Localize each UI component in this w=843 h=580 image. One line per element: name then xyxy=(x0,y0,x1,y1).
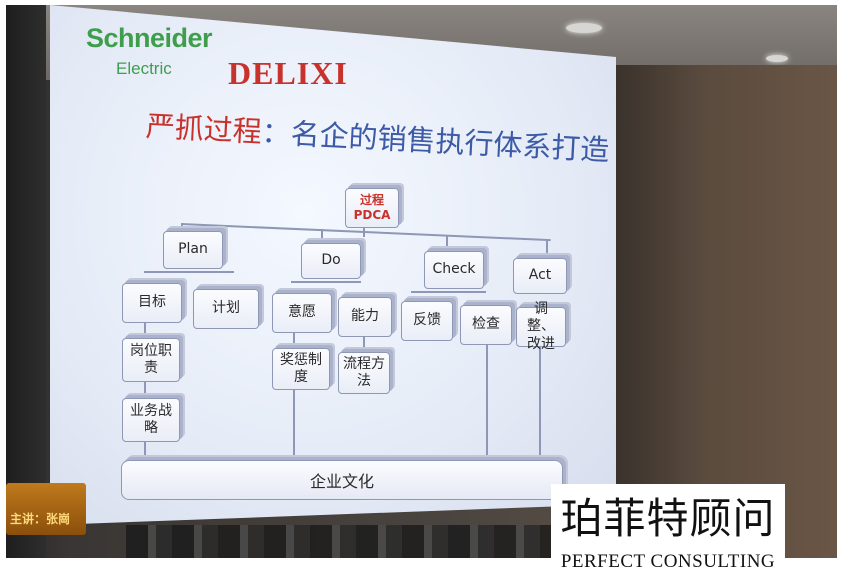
schneider-logo: Schneider xyxy=(86,23,213,53)
plan-item-schedule: 计划 xyxy=(193,289,259,329)
delixi-logo: DELIXI xyxy=(228,55,348,91)
presenter-podium: 主讲：张崗 xyxy=(6,483,86,535)
connector-plan xyxy=(181,223,183,235)
connector-act-vertical xyxy=(539,343,541,460)
do-item-willingness: 意愿 xyxy=(272,293,332,333)
do-item-reward-system: 奖惩制度 xyxy=(272,348,330,390)
schneider-logo-sub: Electric xyxy=(116,59,172,78)
watermark-chinese: 珀菲特顾问 xyxy=(560,493,776,543)
plan-box: Plan xyxy=(163,231,223,269)
act-box: Act xyxy=(513,258,567,294)
pdca-root-line1: 过程 xyxy=(359,193,384,207)
check-box: Check xyxy=(424,251,484,289)
watermark: 珀菲特顾问 PERFECT CONSULTING xyxy=(551,484,785,576)
do-box: Do xyxy=(301,243,361,279)
watermark-english: PERFECT CONSULTING xyxy=(560,551,776,572)
connector-plan-bar xyxy=(144,271,234,273)
connector-plan-left-vertical xyxy=(144,321,146,461)
act-item-adjust: 调整、改进 xyxy=(516,301,566,352)
connector-do xyxy=(321,229,323,241)
podium-label: 主讲：张崗 xyxy=(10,512,71,526)
plan-item-target: 目标 xyxy=(122,283,182,323)
do-item-ability: 能力 xyxy=(338,297,392,337)
slide-title-highlight: 严抓过程 xyxy=(145,109,263,150)
pdca-root-line2: PDCA xyxy=(353,208,391,222)
connector-do-left-vertical xyxy=(293,330,295,460)
connector-act xyxy=(546,240,548,254)
corporate-culture-foundation: 企业文化 xyxy=(121,460,563,500)
photo-scene: Schneider Electric DELIXI 严抓过程：名企的销售执行体系… xyxy=(6,5,837,558)
audience-silhouettes xyxy=(126,525,626,558)
do-item-process-method: 流程方法 xyxy=(338,352,390,394)
connector-check xyxy=(446,235,448,249)
connector-do-right-vertical xyxy=(363,330,365,360)
connector-check-bar xyxy=(411,291,486,293)
check-item-inspection: 检查 xyxy=(460,305,512,345)
connector-do-bar xyxy=(291,281,361,283)
pdca-root-box: 过程 PDCA xyxy=(345,188,399,228)
plan-item-strategy: 业务战略 xyxy=(122,398,180,442)
connector-check-right-vertical xyxy=(486,340,488,460)
ceiling-light xyxy=(566,23,602,33)
ceiling-light-small xyxy=(766,55,788,62)
curtain-left xyxy=(6,5,46,558)
check-item-feedback: 反馈 xyxy=(401,301,453,341)
plan-item-duties: 岗位职责 xyxy=(122,338,180,382)
curtain-right xyxy=(616,65,837,558)
